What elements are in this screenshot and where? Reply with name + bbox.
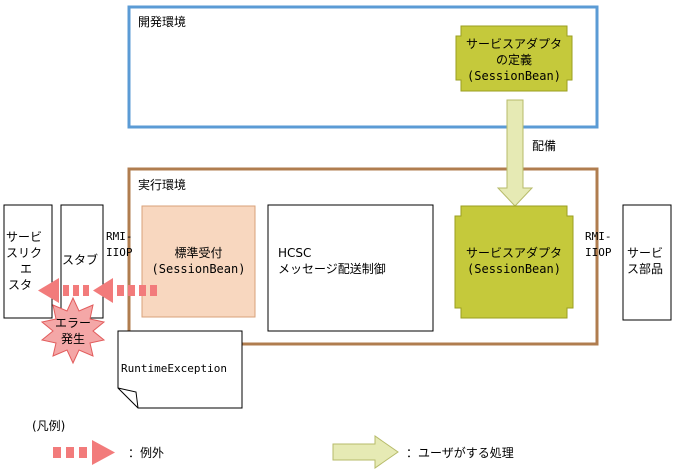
standard-receiver-line1: 標準受付 <box>174 246 223 260</box>
rmi-left-line1: RMI- <box>106 230 133 243</box>
service-requester-line3: エ <box>20 262 33 276</box>
dev-env-frame <box>127 5 599 129</box>
adapter-def-line3: (SessionBean) <box>467 69 561 83</box>
run-env-frame <box>127 167 599 346</box>
standard-receiver-line2: (SessionBean) <box>151 262 246 276</box>
service-adapter-line2: (SessionBean) <box>467 262 561 276</box>
adapter-def-shape <box>455 25 573 92</box>
rmi-right-line1: RMI- <box>585 230 612 243</box>
error-burst-line1: エラー <box>54 316 91 330</box>
legend-user-process-label: ：ユーザがする処理 <box>406 446 514 460</box>
service-adapter-line1: サービスアダプタ <box>465 246 562 260</box>
service-requester-line4: スタ <box>8 278 33 292</box>
service-requester-line1: サービ <box>6 230 43 244</box>
legend-user-arrow <box>332 435 399 469</box>
service-component-line1: サービ <box>627 246 664 260</box>
rmi-right-line2: IIOP <box>585 246 612 259</box>
error-burst-line2: 発生 <box>60 332 85 346</box>
dev-env-label: 開発環境 <box>138 15 187 29</box>
adapter-def-line1: サービスアダプタ <box>465 37 562 51</box>
service-component-line2: ス部品 <box>627 262 664 276</box>
run-env-label: 実行環境 <box>138 178 187 192</box>
deploy-arrow <box>496 99 534 207</box>
hcsc-line1: HCSC <box>278 246 312 260</box>
service-adapter-shape <box>454 205 574 319</box>
hcsc-line2: メッセージ配送制御 <box>278 262 386 276</box>
rmi-left-line2: IIOP <box>106 246 133 259</box>
exception-arrow-receiver-to-stub <box>93 278 157 303</box>
legend-title: (凡例) <box>32 419 66 433</box>
service-requester-box <box>3 204 53 319</box>
hcsc-box <box>267 204 434 332</box>
exception-arrow-stub-to-requester <box>38 278 89 303</box>
exception-note-fold <box>117 387 139 409</box>
standard-receiver-box <box>141 205 256 318</box>
error-burst <box>40 296 106 365</box>
exception-note-label: RuntimeException <box>121 362 227 375</box>
adapter-def-line2: の定義 <box>495 53 532 67</box>
exception-note-shape <box>117 330 243 409</box>
deploy-label: 配備 <box>532 139 557 153</box>
service-requester-line2: スリク <box>6 246 43 260</box>
stub-label: スタブ <box>62 253 99 267</box>
legend-exception-arrow <box>53 440 115 465</box>
service-component-box <box>622 204 672 321</box>
legend-exception-label: ：例外 <box>128 446 165 460</box>
